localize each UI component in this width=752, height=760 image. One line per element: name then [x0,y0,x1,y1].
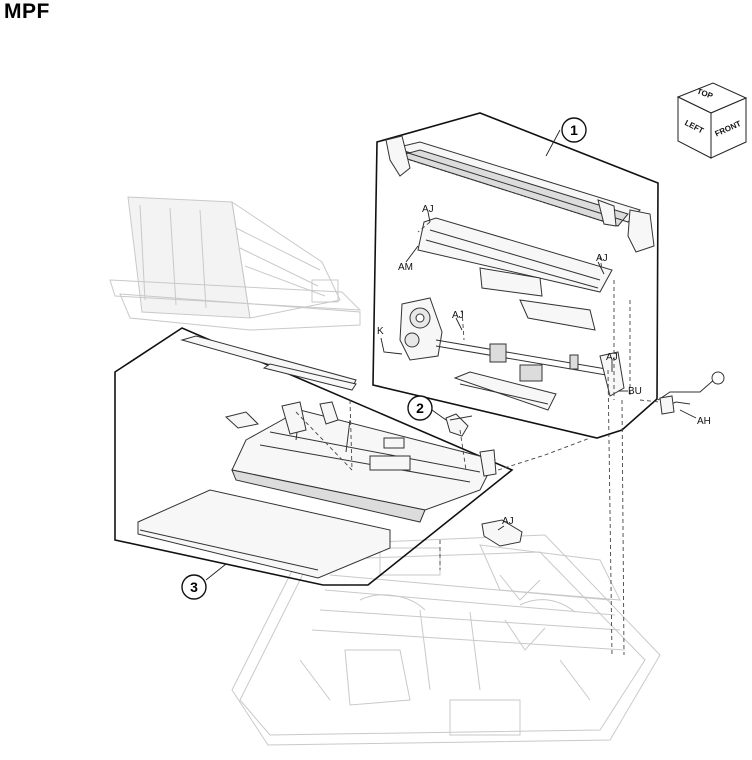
part-2-clip [445,413,473,437]
label-aj-right: AJ [596,253,608,264]
callout-2: 2 [407,395,433,421]
assembly-1-upper-guide [385,135,655,253]
label-aj-lower-right: AJ [606,352,618,363]
label-ah: AH [697,416,711,427]
assembly-dashed-lines [295,221,661,656]
callout-1: 1 [561,117,587,143]
assembly-3-tray [137,335,497,579]
label-am: AM [398,262,413,273]
leader-lines [205,129,697,581]
assembly-1-frame [372,112,659,439]
assembly-1-plate [417,217,613,331]
page-title: MPF [4,0,50,23]
orientation-cube: TOP LEFT FRONT [676,82,748,159]
assembly-1-shaft [399,297,625,397]
assembly-1-lower-guide [453,371,557,411]
callout-3-number: 3 [190,579,198,595]
label-aj-bottom: AJ [502,516,514,527]
assembly-3-frame [114,327,514,586]
callout-1-number: 1 [570,122,578,138]
callout-3: 3 [181,574,207,600]
ghost-tray-background [109,196,362,331]
label-k: K [377,326,384,337]
label-bu: BU [628,386,642,397]
lower-bracket [481,519,523,547]
label-aj-top: AJ [422,204,434,215]
callout-2-number: 2 [416,400,424,416]
label-aj-mid: AJ [452,310,464,321]
bu-ah-linkage [657,371,725,415]
